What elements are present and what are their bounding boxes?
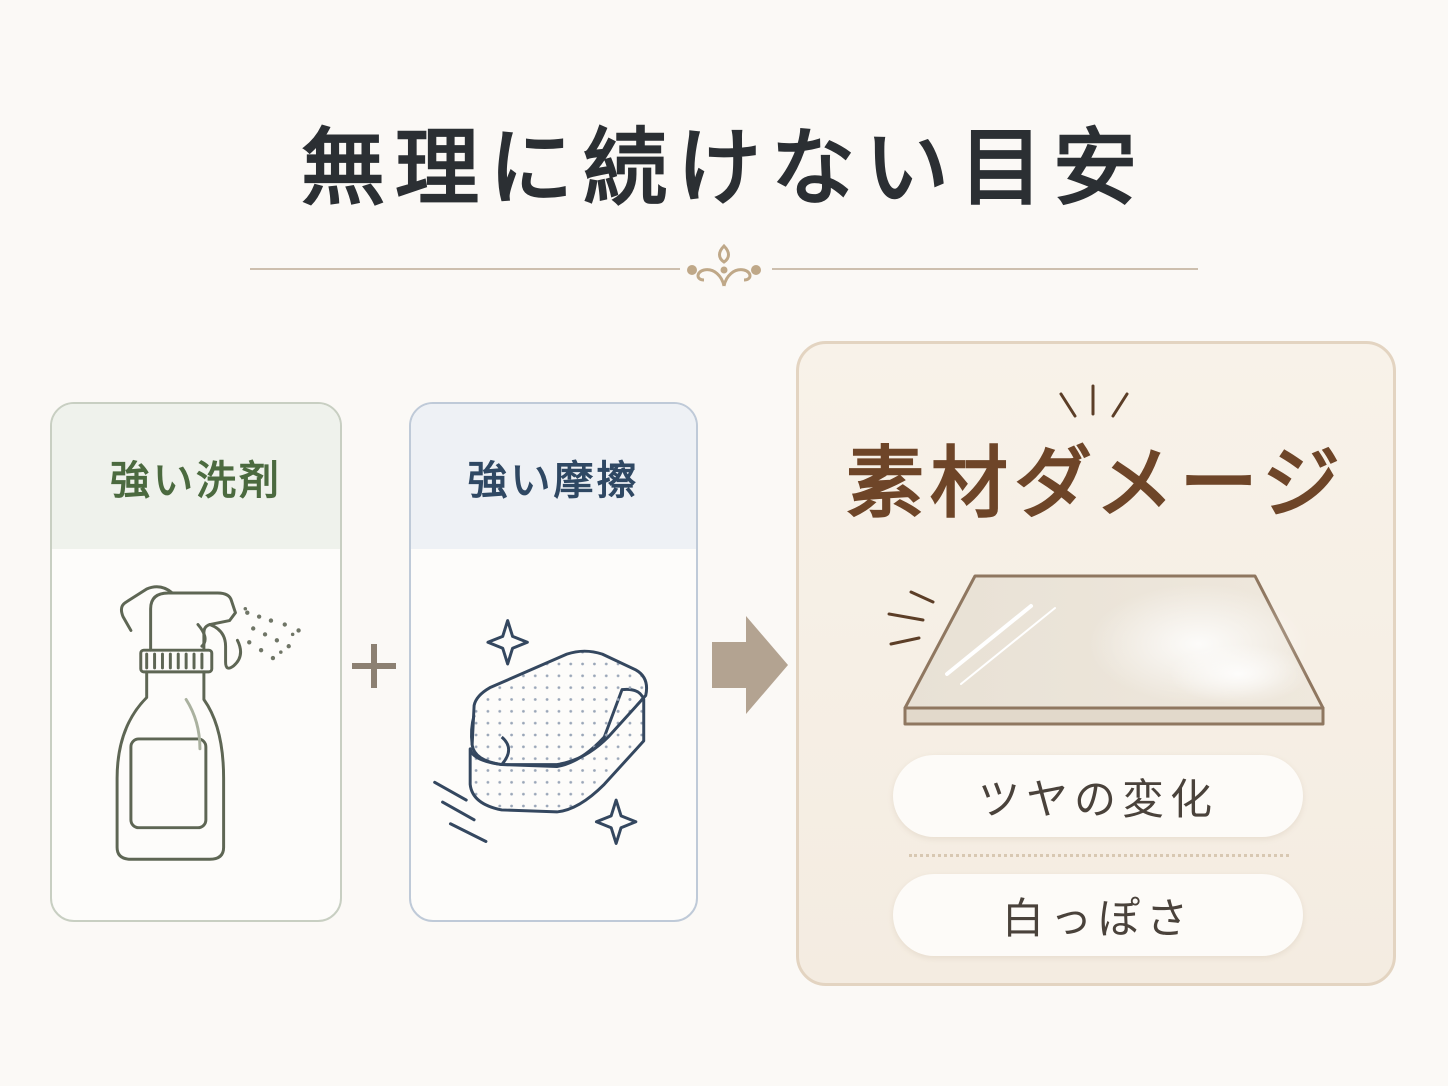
card-material-damage: 素材ダメージ ツヤの変化 白っぽさ bbox=[796, 341, 1396, 986]
divider-line-right bbox=[772, 268, 1198, 270]
ornament-icon bbox=[687, 243, 761, 287]
plus-icon bbox=[352, 644, 396, 688]
card-strong-detergent: 強い洗剤 bbox=[50, 402, 342, 922]
dotted-separator bbox=[909, 854, 1289, 857]
spray-bottle-icon bbox=[115, 585, 301, 861]
sponge-icon bbox=[433, 619, 649, 845]
arrow-right-icon bbox=[712, 616, 788, 714]
card-label-detergent: 強い洗剤 bbox=[52, 404, 340, 549]
card-strong-friction: 強い摩擦 bbox=[409, 402, 698, 922]
page-title: 無理に続けない目安 bbox=[300, 118, 1147, 217]
result-title: 素材ダメージ bbox=[845, 439, 1347, 529]
effect-gloss-change: ツヤの変化 bbox=[893, 755, 1303, 837]
divider-line-left bbox=[250, 268, 680, 270]
damaged-surface-icon bbox=[887, 384, 1325, 726]
card-label-friction: 強い摩擦 bbox=[411, 404, 696, 549]
effect-whitening: 白っぽさ bbox=[893, 874, 1303, 956]
